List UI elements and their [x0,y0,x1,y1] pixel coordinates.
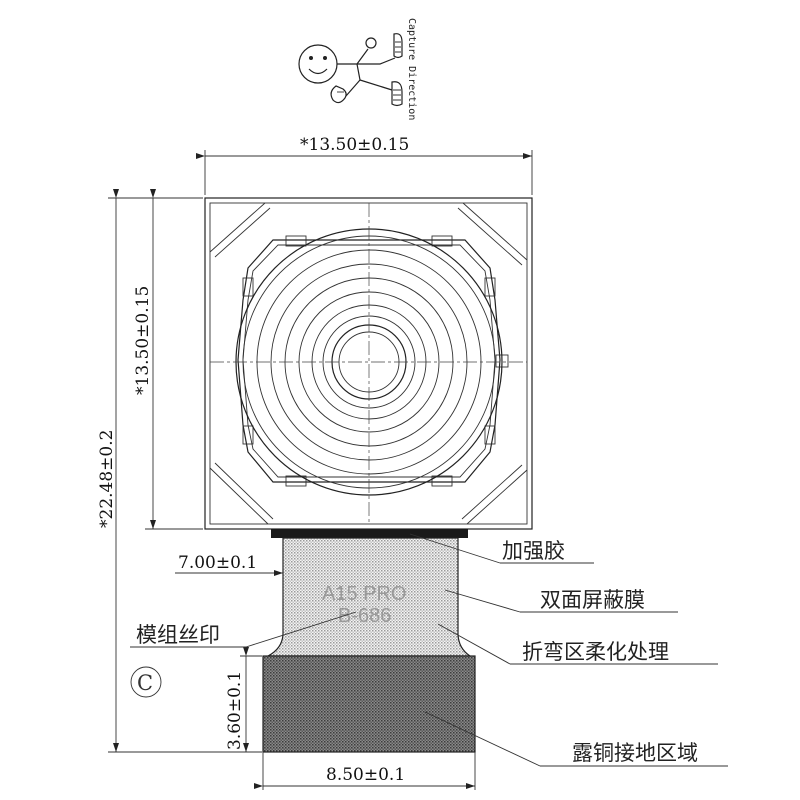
connector-height-label: 3.60±0.1 [225,671,245,750]
capture-direction-figure: Capture Direction [298,18,417,120]
module-marking-line2: B-686 [338,605,391,627]
callout-copper-ground-label: 露铜接地区域 [572,741,698,765]
copper-ground-area [262,655,476,753]
module-width-label: *13.50±0.15 [300,135,409,155]
hand-icon-bottom-right [391,81,403,107]
callout-stiffener-label: 加强胶 [502,539,565,563]
center-lines [210,203,527,524]
revision-mark: C [130,666,162,698]
revision-label: C [137,671,153,695]
module-marking-line1: A15 PRO [322,583,406,605]
total-length-label: *22.48±0.2 [97,430,117,528]
smiley-face-icon [298,44,338,84]
top-width-dimension: *13.50±0.15 [196,135,533,195]
module-height-label: *13.50±0.15 [133,286,153,395]
total-length-dimension: *22.48±0.2 [97,189,262,753]
module-housing [204,197,533,530]
callout-bend-softening-label: 折弯区柔化处理 [522,640,669,664]
callout-bend-softening: 折弯区柔化处理 [437,623,718,665]
hand-icon-left [330,85,347,104]
module-height-dimension: *13.50±0.15 [133,189,203,530]
callout-module-print-label: 模组丝印 [136,623,220,647]
callout-shield-film-label: 双面屏蔽膜 [540,588,645,612]
fpc-width-dimension: 7.00±0.1 [175,553,283,576]
connector-width-dimension: 8.50±0.1 [254,752,476,790]
connector-height-dimension: 3.60±0.1 [225,647,262,752]
callout-shield-film: 双面屏蔽膜 [444,588,678,613]
lens-holder [237,235,509,487]
stick-figure-icon [337,37,396,97]
capture-direction-label: Capture Direction [406,18,417,120]
hand-icon-top-right [393,33,403,59]
callout-module-print: 模组丝印 [130,611,357,648]
connector-width-label: 8.50±0.1 [326,765,405,785]
fpc-width-label: 7.00±0.1 [178,553,257,573]
stiffener [271,529,468,538]
flex-cable: A15 PRO B-686 [267,537,472,657]
callout-copper-ground: 露铜接地区域 [424,711,728,767]
callout-stiffener: 加强胶 [409,533,594,564]
